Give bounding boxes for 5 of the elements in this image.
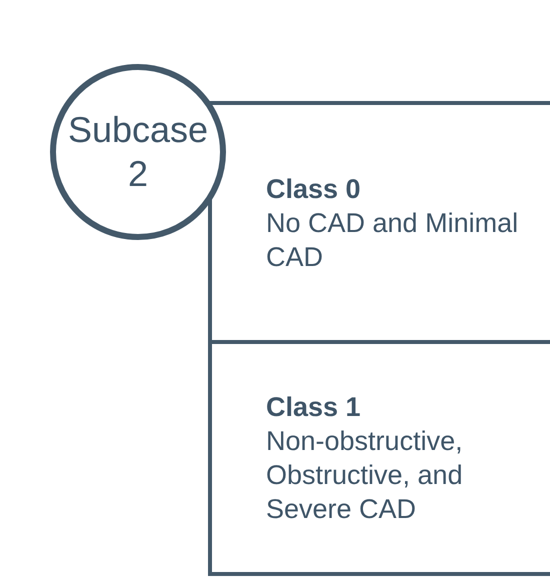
class-description: Non-obstructive, Obstructive, and Severe CAD xyxy=(266,425,464,526)
subcase-label: Subcase 2 xyxy=(68,108,208,196)
class-heading: Class 1 xyxy=(266,391,362,424)
class-heading: Class 0 xyxy=(266,172,362,206)
class-description: No CAD and Minimal CAD xyxy=(266,206,520,274)
